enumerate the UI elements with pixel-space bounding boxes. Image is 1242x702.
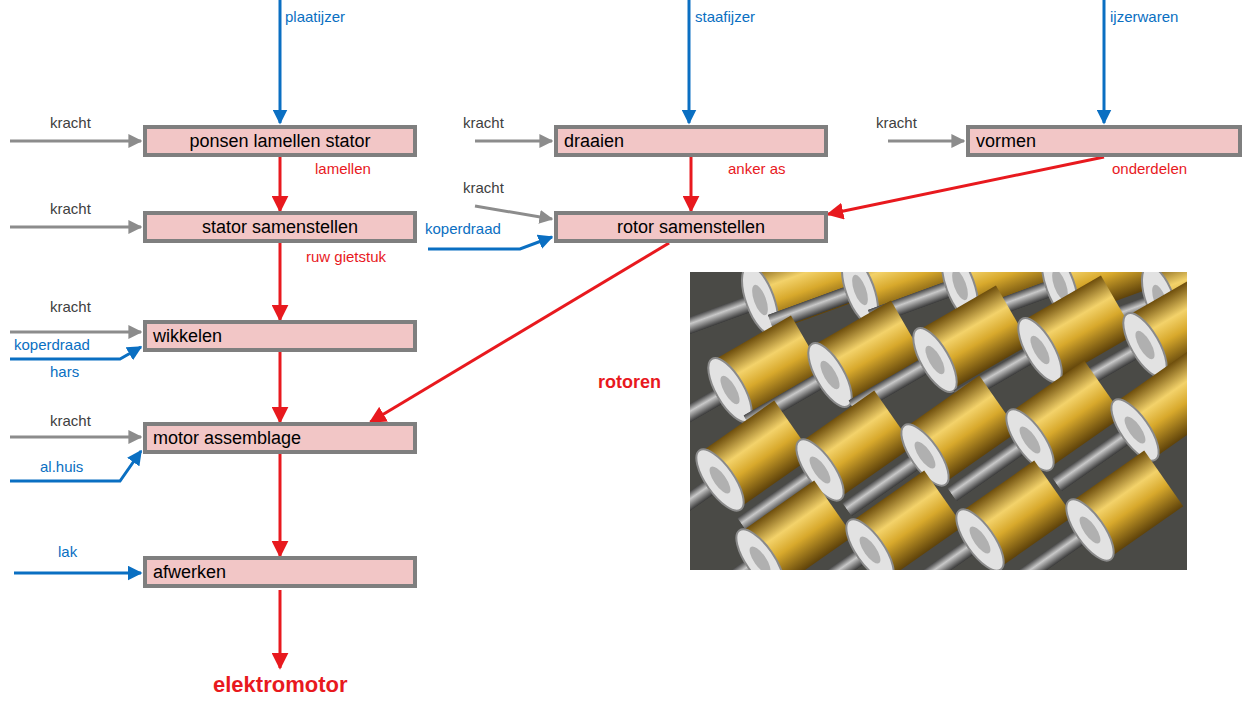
flow-arrow [828,157,1104,214]
input-label: kracht [50,200,91,217]
flow-arrow [279,243,282,320]
flow-arrow [279,157,282,211]
process-label: wikkelen [153,326,222,347]
flow-label: onderdelen [1112,160,1187,177]
input-label: kracht [50,298,91,315]
input-label: hars [50,363,79,380]
process-box: rotor samenstellen [554,211,828,243]
flow-arrow [690,157,693,211]
input-label: kracht [876,114,917,131]
process-box: wikkelen [143,320,417,352]
process-box: vormen [966,125,1242,157]
process-label: stator samenstellen [202,217,358,238]
output-arrow [279,590,282,668]
input-label: kracht [463,114,504,131]
flow-arrow [279,352,282,422]
input-label: kracht [463,179,504,196]
process-label: ponsen lamellen stator [189,131,370,152]
material-input-arrows [10,0,1104,573]
flow-arrow [279,454,282,556]
input-label: lak [58,543,77,560]
input-label: staafijzer [695,8,755,25]
input-label: kracht [50,114,91,131]
output-label: elektromotor [213,672,347,697]
output-label: rotoren [598,372,661,393]
process-label: rotor samenstellen [617,217,765,238]
input-label: plaatijzer [285,8,345,25]
process-box: draaien [554,125,828,157]
process-box: afwerken [143,556,417,588]
input-label: ijzerwaren [1110,8,1178,25]
rotor-photo [690,272,1187,570]
input-label: koperdraad [425,220,501,237]
process-box: motor assemblage [143,422,417,454]
input-label: al.huis [40,458,83,475]
power-input-arrows [10,141,964,437]
input-label: kracht [50,412,91,429]
process-label: afwerken [153,562,226,583]
flow-label: lamellen [315,160,371,177]
process-label: draaien [564,131,624,152]
process-label: vormen [976,131,1036,152]
process-box: stator samenstellen [143,211,417,243]
flow-label: ruw gietstuk [306,248,386,265]
process-label: motor assemblage [153,428,301,449]
flow-label: anker as [728,160,786,177]
process-box: ponsen lamellen stator [143,125,417,157]
input-label: koperdraad [14,336,90,353]
